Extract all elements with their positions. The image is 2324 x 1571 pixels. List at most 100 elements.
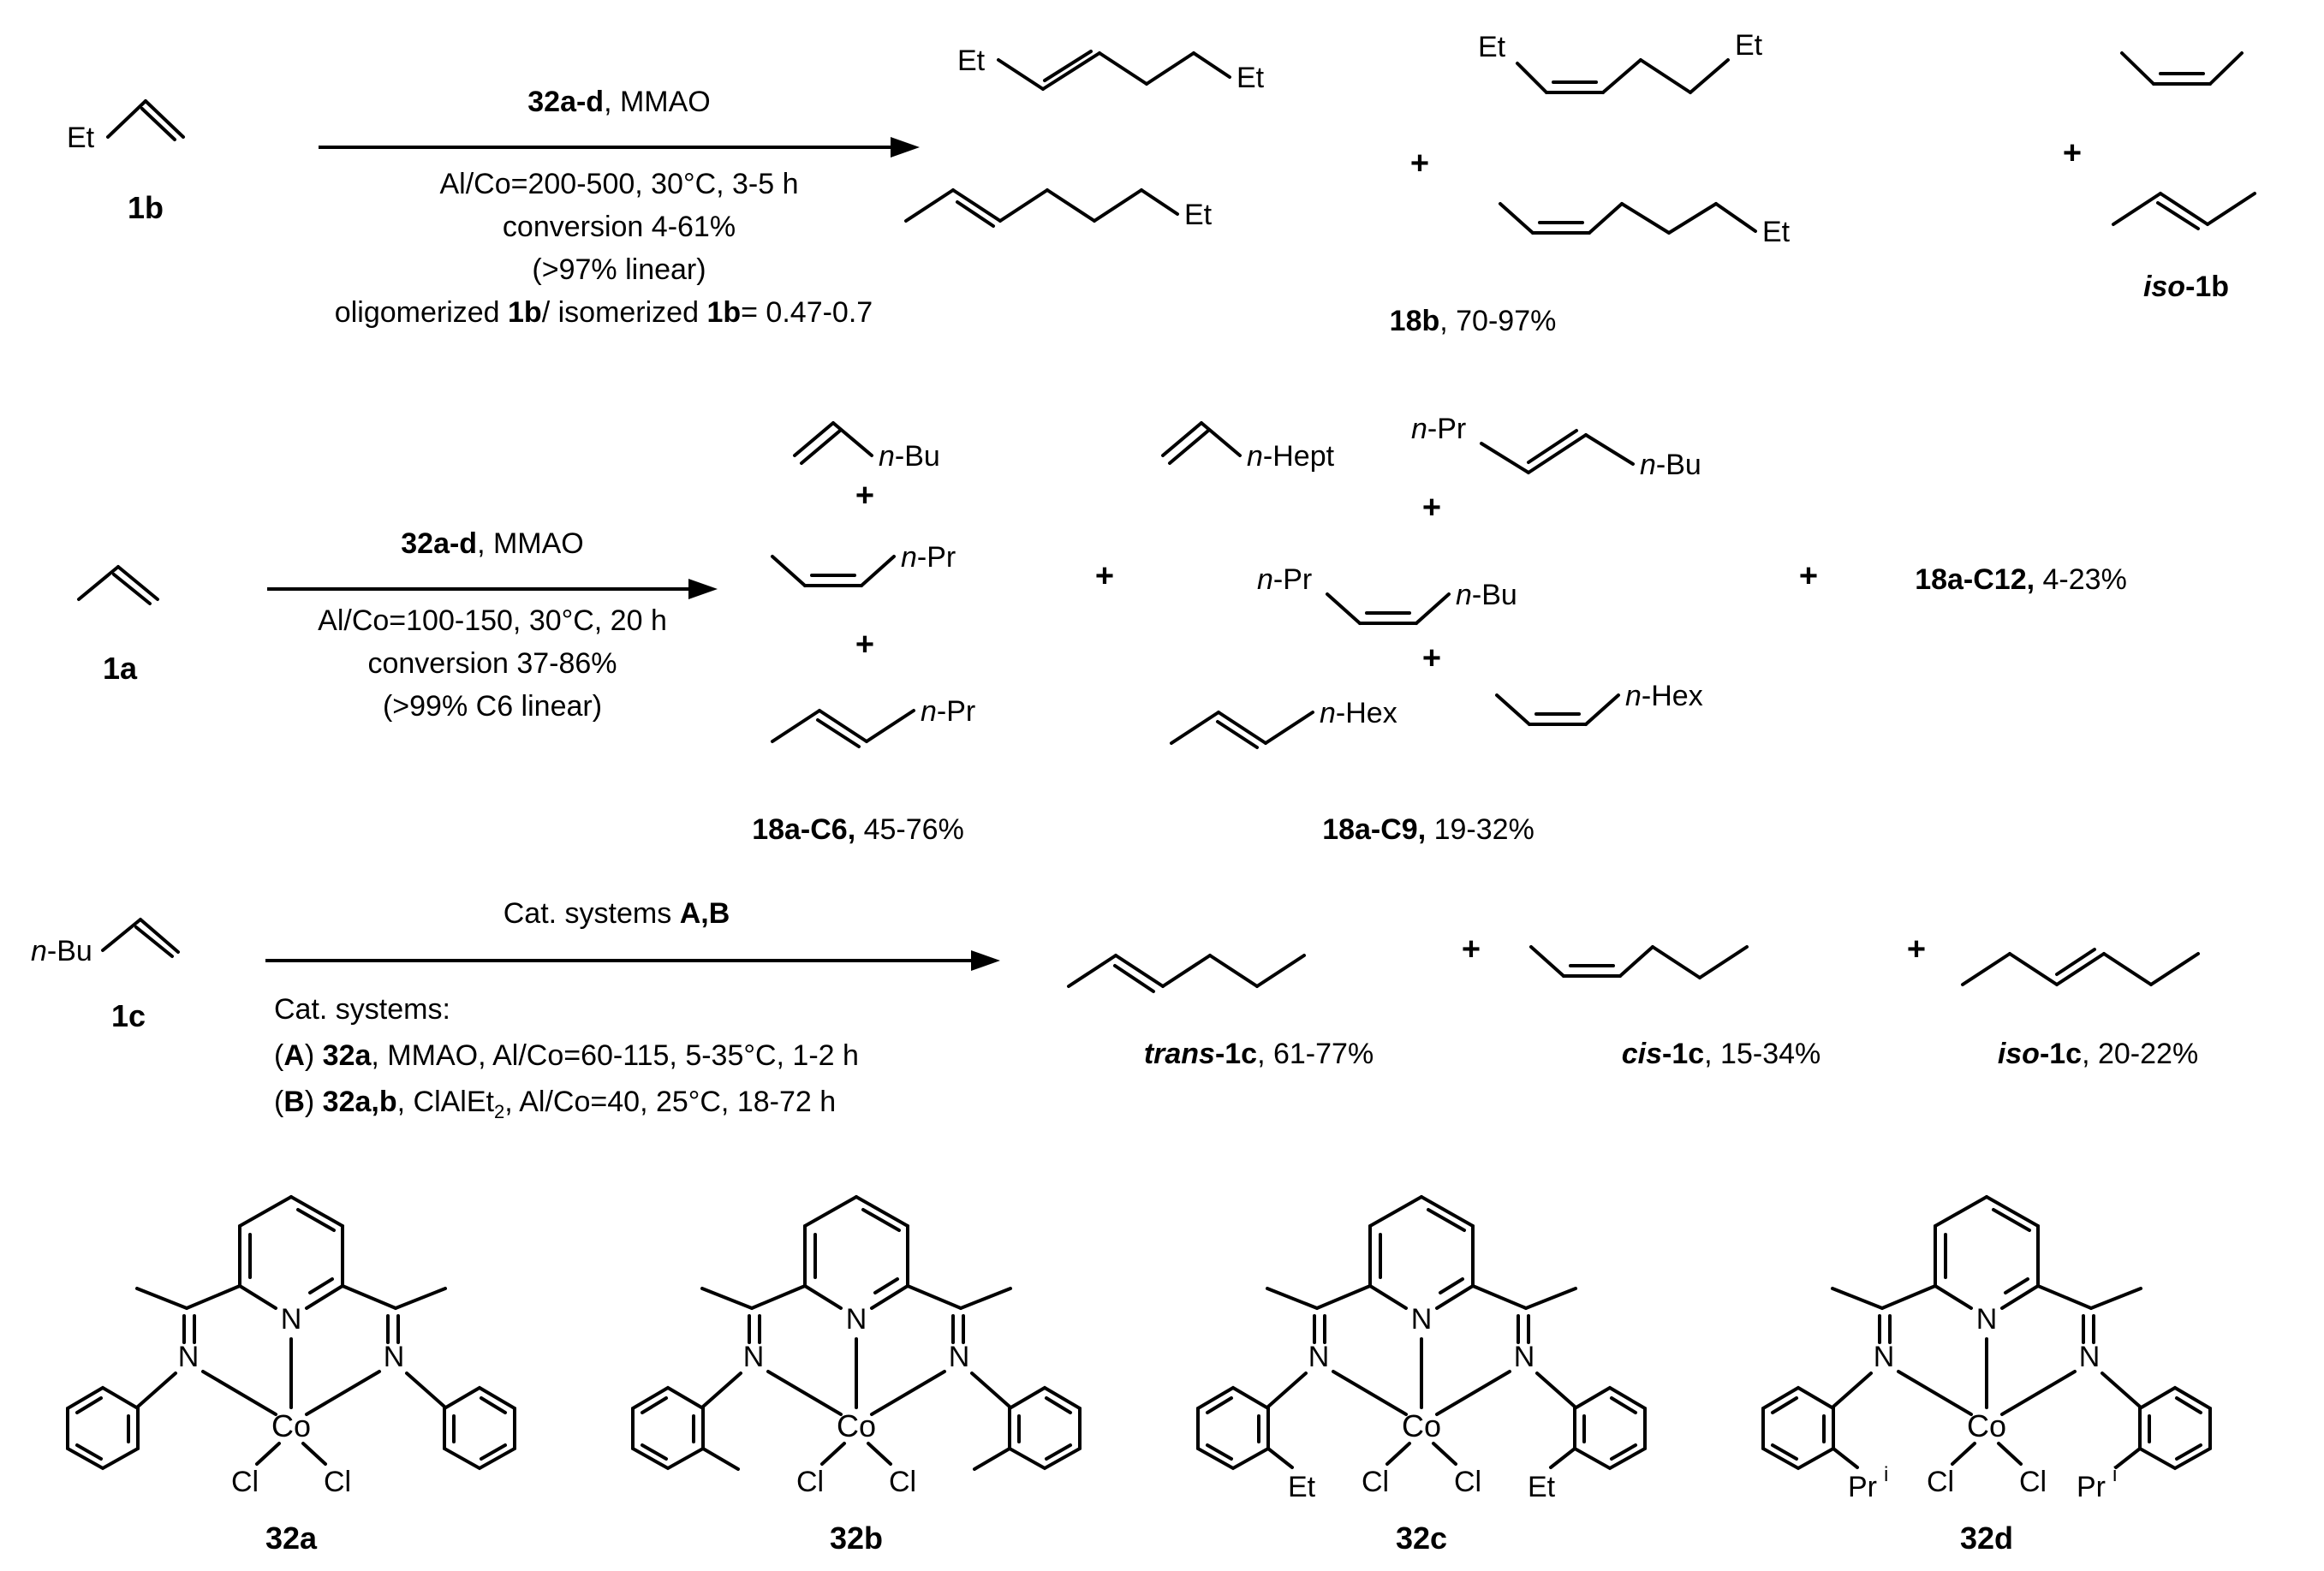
label-part: 18a-C12, xyxy=(1915,563,2035,596)
ethyl-label: Et xyxy=(67,122,95,154)
arrow-head xyxy=(971,950,1000,971)
label-part: trans xyxy=(1143,1038,1215,1070)
label-part: Cat. systems xyxy=(503,897,680,930)
bond xyxy=(1667,202,1718,235)
bond xyxy=(1516,62,1548,94)
bond xyxy=(2055,952,2106,986)
label-part: , 20-22% xyxy=(2082,1038,2199,1070)
label-part: , MMAO xyxy=(604,86,711,118)
bond xyxy=(1639,58,1692,94)
label-part: , 61-77% xyxy=(1257,1038,1374,1070)
label-1c: 1c xyxy=(110,998,146,1033)
label-part: 45-76% xyxy=(855,813,964,846)
product-label-trans-1c: trans-1c, 61-77% xyxy=(1144,1038,1374,1071)
ethyl-label: Et xyxy=(1236,62,1265,94)
ethyl-label: Et xyxy=(1528,1471,1556,1503)
n-propyl-label: n-Pr xyxy=(901,541,956,574)
bond xyxy=(1651,945,1701,979)
product-label-18a-C6: 18a-C6, 45-76% xyxy=(752,813,964,847)
product-label-iso-1c: iso-1c, 20-22% xyxy=(1998,1038,2198,1071)
bond xyxy=(1145,51,1195,86)
label-part: , 15-34% xyxy=(1704,1038,1821,1070)
bond xyxy=(1093,188,1143,223)
bond xyxy=(1588,202,1624,235)
complex-32d xyxy=(1761,1195,2212,1500)
bond xyxy=(139,918,180,954)
isopropyl-superscript: i xyxy=(2112,1463,2117,1486)
structure-1b: Et xyxy=(67,99,185,154)
bond xyxy=(116,565,159,601)
bond xyxy=(860,555,896,587)
bond xyxy=(1961,952,2011,986)
bond xyxy=(1200,421,1242,457)
bond xyxy=(1527,433,1588,474)
bond xyxy=(2008,952,2059,986)
isopropyl-superscript: i xyxy=(1884,1463,1888,1486)
label-part: , 70-97% xyxy=(1439,305,1557,337)
label-part: -1c xyxy=(1662,1038,1705,1070)
arrow-1 xyxy=(319,137,920,158)
bond xyxy=(1415,592,1451,625)
double-bond xyxy=(956,200,995,228)
molecule-1-nonene: n-Hept xyxy=(1161,421,1335,473)
label-part: 18a-C6, xyxy=(752,813,856,846)
bond xyxy=(1161,421,1203,457)
bond xyxy=(1698,945,1749,979)
plus-sign: + xyxy=(1409,146,1430,181)
double-bond xyxy=(800,429,842,465)
label-part: cis xyxy=(1621,1038,1663,1070)
label-part: A,B xyxy=(679,897,730,930)
bond xyxy=(2112,192,2162,226)
bond xyxy=(1114,954,1165,988)
n-hexyl-label: n-Hex xyxy=(1625,680,1703,712)
label-part: B xyxy=(283,1086,305,1118)
label-32b: 32b xyxy=(829,1520,884,1556)
bond xyxy=(998,188,1049,223)
complex-32c xyxy=(1196,1195,1647,1500)
bond xyxy=(1480,442,1530,474)
molecule-trans-2-hexene: n-Pr xyxy=(771,695,975,748)
arrow2-reagents: 32a-d, MMAO xyxy=(401,527,584,561)
label-part: 32a-d xyxy=(401,527,478,560)
label-32a: 32a xyxy=(265,1520,318,1556)
n-hexyl-label: n-Hex xyxy=(1320,697,1397,729)
plus-sign: + xyxy=(855,627,875,663)
double-bond xyxy=(140,107,176,141)
bond xyxy=(2149,952,2200,986)
label-part: = 0.47-0.7 xyxy=(741,296,873,329)
label-part: -1c xyxy=(2039,1038,2083,1070)
reaction2-conditions-line2: conversion 37-86% xyxy=(367,647,617,680)
bond xyxy=(1549,1447,1576,1469)
bond xyxy=(2102,952,2153,986)
reaction2-conditions-line1: Al/Co=100-150, 30°C, 20 h xyxy=(318,604,667,637)
product-label-18a-C12: 18a-C12, 4-23% xyxy=(1915,563,2127,597)
bond xyxy=(1046,188,1096,223)
label-part: oligomerized xyxy=(334,296,509,329)
label-part: , Al/Co=40, 25°C, 18-72 h xyxy=(504,1086,837,1118)
bond xyxy=(771,709,821,743)
label-part: 19-32% xyxy=(1426,813,1534,846)
ethyl-label: Et xyxy=(1288,1471,1316,1503)
arrow3-reagents: Cat. systems A,B xyxy=(504,897,730,931)
plus-sign: + xyxy=(1421,490,1442,526)
label-part: , MMAO, Al/Co=60-115, 5-35°C, 1-2 h xyxy=(371,1039,859,1072)
label-part: 32a xyxy=(322,1039,372,1072)
reaction2-conditions-line3: (>99% C6 linear) xyxy=(382,690,603,723)
isopropyl-label: Pr xyxy=(1848,1471,1877,1503)
n-heptyl-label: n-Hept xyxy=(1247,440,1335,473)
bond xyxy=(2120,51,2155,86)
bond xyxy=(1217,711,1267,745)
reaction3-conditions-lineA: (A) 32a, MMAO, Al/Co=60-115, 5-35°C, 1-2… xyxy=(274,1039,859,1073)
reaction3-conditions-lineB: (B) 32a,b, ClAlEt2, Al/Co=40, 25°C, 18-7… xyxy=(274,1086,836,1123)
complex-32b xyxy=(631,1195,1082,1500)
product-label-cis-1c: cis-1c, 15-34% xyxy=(1622,1038,1821,1071)
bond xyxy=(1832,1447,1859,1469)
n-propyl-label: n-Pr xyxy=(1257,563,1312,596)
label-part: -1b xyxy=(2185,271,2230,303)
bond xyxy=(1584,693,1620,726)
label-part: 1b xyxy=(706,296,742,329)
label-part: 32a-d xyxy=(527,86,605,118)
bond xyxy=(1067,954,1117,988)
bond xyxy=(1601,58,1642,94)
